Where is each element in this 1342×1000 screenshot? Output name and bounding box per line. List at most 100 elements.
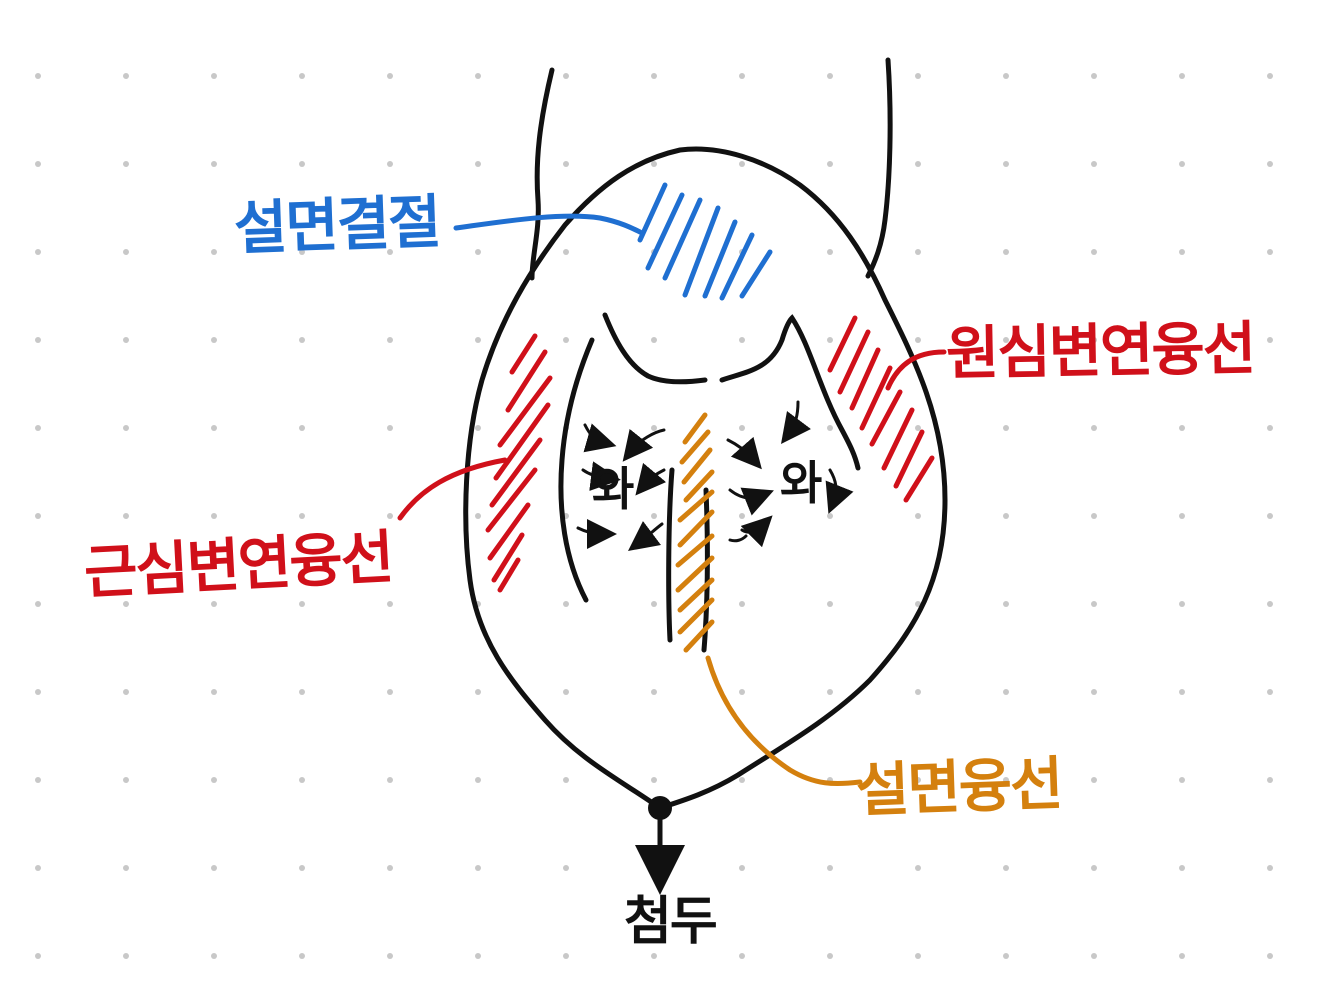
- grid-dot: [1003, 865, 1009, 871]
- grid-dot: [123, 513, 129, 519]
- distal-marginal-ridge-label: 원심변연융선: [946, 319, 1255, 382]
- grid-dot: [1267, 689, 1273, 695]
- grid-dot: [1267, 513, 1273, 519]
- grid-dot: [651, 161, 657, 167]
- grid-dot: [827, 953, 833, 959]
- curved-arrow-icon: [728, 440, 752, 458]
- grid-dot: [1179, 777, 1185, 783]
- grid-dot: [35, 601, 41, 607]
- grid-dot: [1179, 425, 1185, 431]
- grid-dot: [1091, 777, 1097, 783]
- grid-dot: [651, 689, 657, 695]
- lingual-ridge-label: 설면융선: [855, 754, 1062, 819]
- grid-dot: [211, 513, 217, 519]
- grid-dot: [1091, 513, 1097, 519]
- grid-dot: [35, 689, 41, 695]
- curved-arrow-icon: [730, 536, 746, 541]
- grid-dot: [1091, 161, 1097, 167]
- grid-dot: [387, 689, 393, 695]
- grid-dot: [475, 249, 481, 255]
- grid-dot: [387, 601, 393, 607]
- grid-dot: [1179, 513, 1185, 519]
- grid-dot: [211, 777, 217, 783]
- curved-arrow-icon: [790, 402, 798, 432]
- grid-dot: [387, 161, 393, 167]
- mesial-ridge-leader-line: [400, 460, 505, 518]
- grid-dot: [387, 73, 393, 79]
- grid-dot: [1091, 73, 1097, 79]
- grid-dot: [211, 337, 217, 343]
- fossa-outline-left: [605, 315, 705, 382]
- grid-dot: [739, 865, 745, 871]
- grid-dot: [651, 601, 657, 607]
- grid-dot: [123, 73, 129, 79]
- grid-dot: [1179, 953, 1185, 959]
- grid-dot: [387, 865, 393, 871]
- grid-dot: [1003, 601, 1009, 607]
- grid-dot: [739, 337, 745, 343]
- grid-dot: [211, 601, 217, 607]
- grid-dot: [35, 73, 41, 79]
- grid-dot: [123, 161, 129, 167]
- grid-dot: [475, 689, 481, 695]
- grid-dot: [387, 953, 393, 959]
- cingulum-label: 설면결절: [233, 192, 440, 257]
- grid-dot: [123, 689, 129, 695]
- grid-dot: [299, 161, 305, 167]
- grid-dot: [475, 865, 481, 871]
- grid-dot: [387, 425, 393, 431]
- grid-dot: [387, 337, 393, 343]
- grid-dot: [1179, 73, 1185, 79]
- grid-dot: [211, 73, 217, 79]
- grid-dot: [1179, 601, 1185, 607]
- grid-dot: [739, 689, 745, 695]
- grid-dot: [827, 689, 833, 695]
- grid-dot: [739, 777, 745, 783]
- grid-dot: [299, 689, 305, 695]
- grid-dot: [1267, 337, 1273, 343]
- grid-dot: [299, 513, 305, 519]
- grid-dot: [563, 73, 569, 79]
- grid-dot: [123, 777, 129, 783]
- grid-dot: [299, 777, 305, 783]
- grid-dot: [563, 249, 569, 255]
- grid-dot: [1003, 161, 1009, 167]
- distal-fossa-label: 와: [780, 460, 822, 506]
- curved-arrow-icon: [730, 490, 760, 498]
- grid-dot: [1003, 689, 1009, 695]
- grid-dot: [475, 425, 481, 431]
- grid-dot: [651, 953, 657, 959]
- grid-dot: [563, 953, 569, 959]
- grid-dot: [299, 425, 305, 431]
- mesial-marginal-ridge-label: 근심변연융선: [83, 528, 394, 602]
- grid-dot: [915, 865, 921, 871]
- grid-dot: [1179, 865, 1185, 871]
- grid-dot: [211, 425, 217, 431]
- grid-dot: [563, 865, 569, 871]
- grid-dot: [475, 777, 481, 783]
- grid-dot: [1091, 953, 1097, 959]
- grid-dot: [387, 513, 393, 519]
- apex-label: 첨두: [624, 896, 716, 948]
- grid-dot: [123, 425, 129, 431]
- grid-dot: [1179, 249, 1185, 255]
- grid-dot: [475, 953, 481, 959]
- grid-dot: [35, 953, 41, 959]
- grid-dot: [211, 865, 217, 871]
- grid-dot: [35, 513, 41, 519]
- grid-dot: [1091, 689, 1097, 695]
- curved-arrow-icon: [645, 470, 664, 484]
- grid-dot: [299, 601, 305, 607]
- grid-dot: [1091, 249, 1097, 255]
- grid-dot: [915, 161, 921, 167]
- grid-dot: [299, 953, 305, 959]
- grid-dot: [299, 865, 305, 871]
- curved-arrow-icon: [578, 528, 602, 534]
- grid-dot: [827, 73, 833, 79]
- grid-dot: [1003, 73, 1009, 79]
- grid-dot: [739, 601, 745, 607]
- grid-dot: [827, 337, 833, 343]
- grid-dot: [563, 337, 569, 343]
